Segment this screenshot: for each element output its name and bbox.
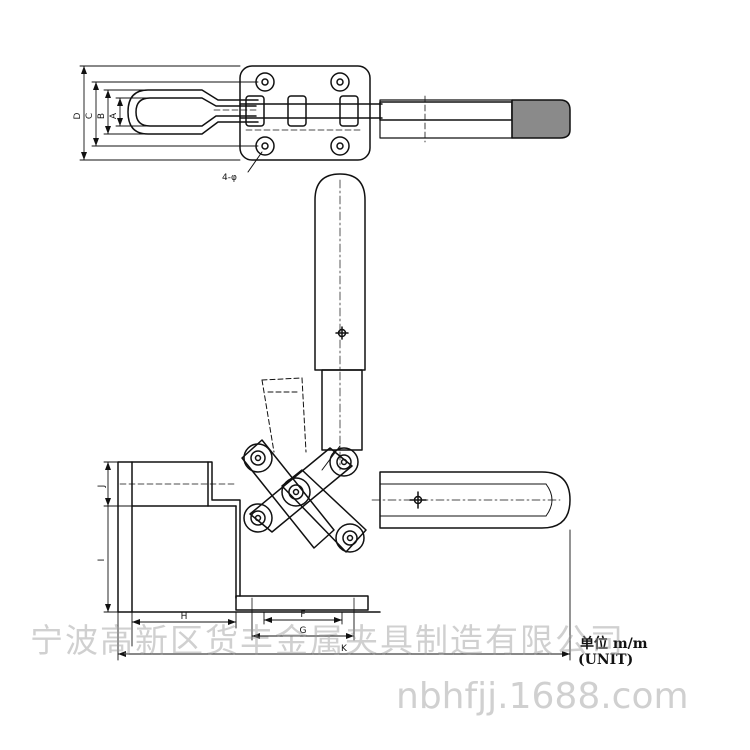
dim-label-d: D <box>73 112 83 119</box>
handle-top-outer <box>127 89 259 135</box>
dim-label-k: K <box>341 644 348 654</box>
clamp-body <box>117 461 241 597</box>
dimension-arrows <box>81 66 570 657</box>
dim-label-h: H <box>181 612 188 622</box>
base-foot <box>235 595 369 611</box>
side-view-dimensions <box>103 461 571 661</box>
pivot-pins <box>243 443 365 553</box>
dim-label-f: F <box>300 610 305 620</box>
watermark-site: nbhfjj.1688.com <box>396 676 689 717</box>
spindle-bar <box>379 101 513 121</box>
dim-label-b: B <box>97 113 107 119</box>
unit-label: 单位 m/m <box>580 636 648 652</box>
dim-label-j: J <box>97 485 107 489</box>
hole-leader <box>247 151 263 173</box>
dim-label-holes: 4-φ <box>222 173 237 183</box>
linkage-top-mid <box>287 95 307 127</box>
watermark-company: 宁波高新区货丰金属夹具制造有限公司 <box>30 621 625 660</box>
link-arm-lower <box>281 469 367 553</box>
spindle-phantom <box>261 377 307 453</box>
dimension-labels: D C B A 4-φ J I H F G K <box>73 112 348 654</box>
dim-label-i: I <box>97 559 107 562</box>
base-plate <box>239 65 371 161</box>
linkage-top-left <box>245 95 265 127</box>
unit-label-en: (UNIT) <box>578 652 634 668</box>
handle-horizontal <box>379 471 571 529</box>
linkage-top-right <box>339 95 359 127</box>
dim-label-a: A <box>109 112 119 119</box>
top-view-dimensions <box>79 65 259 161</box>
spindle-rubber <box>511 99 571 139</box>
side-view <box>117 173 571 613</box>
handle-raised-sleeve <box>321 369 363 451</box>
handle-raised <box>314 173 366 371</box>
dim-label-g: G <box>300 626 307 636</box>
mount-holes <box>255 72 350 156</box>
dim-label-c: C <box>85 113 95 119</box>
